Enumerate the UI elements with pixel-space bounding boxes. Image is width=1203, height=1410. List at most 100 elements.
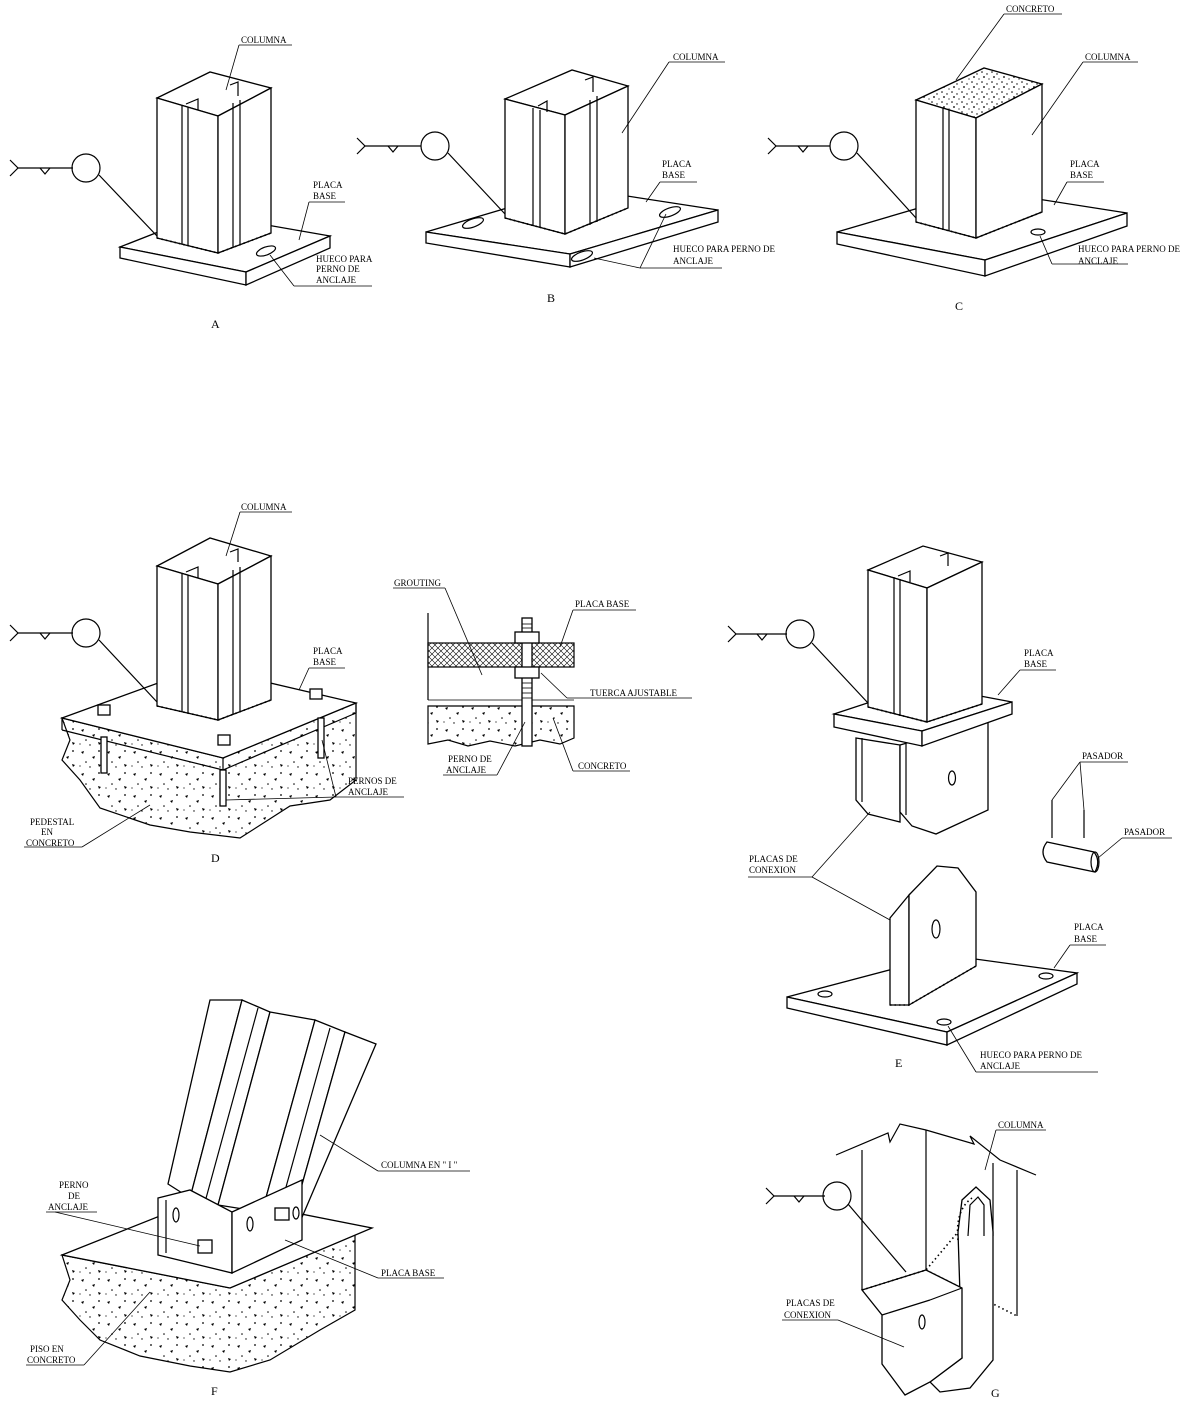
detail-e-weld-symbol [727,619,869,704]
detail-e-placas-label-1: PLACAS DE [749,854,798,864]
detail-g-placas-label-1: PLACAS DE [786,1298,835,1308]
detail-g-connection-plates [860,1186,994,1396]
detail-e-connection-plates-upper [855,719,989,835]
detail-e-lower-assembly [786,865,1080,1047]
detail-e-placa-top-label-1: PLACA [1024,648,1054,658]
detail-f-columna-label: COLUMNA EN " I " [381,1160,458,1170]
detail-e-pasador-label-1: PASADOR [1082,751,1123,761]
detail-f-perno-label-3: ANCLAJE [48,1202,89,1212]
detail-c-caption: C [955,299,963,313]
detail-d-pernos-label-2: ANCLAJE [348,787,389,797]
section-detail: GROUTING PLACA BASE TUERCA AJUSTABLE PER… [393,578,692,776]
detail-d: COLUMNA PLACA BASE PERNOS DE ANCLAJE PED… [9,502,404,865]
detail-e-pin-hole-lower [931,919,941,939]
detail-d-column [155,537,273,721]
detail-b-bolt-hole-1 [461,217,485,229]
section-tuerca-label: TUERCA AJUSTABLE [590,688,678,698]
detail-e-hueco-label-2: ANCLAJE [980,1061,1021,1071]
detail-a-hueco-label-3: ANCLAJE [316,275,357,285]
detail-b-placa-label-1: PLACA [662,159,692,169]
detail-d-anchor-bolt-2 [219,769,227,807]
detail-a-placa-label-1: PLACA [313,180,343,190]
detail-e-bolt-hole-3 [936,1018,952,1026]
detail-a-bolt-hole [255,245,277,257]
detail-e-pasador-label-2: PASADOR [1124,827,1165,837]
detail-g-weld-symbol [765,1181,907,1273]
detail-f-piso-label-2: CONCRETO [27,1355,76,1365]
detail-e-bolt-hole-2 [1038,972,1054,980]
detail-c-hueco-label-2: ANCLAJE [1078,256,1119,266]
section-top-nut [514,631,540,644]
detail-c-placa-label-2: BASE [1070,170,1094,180]
detail-g-placas-label-2: CONEXION [784,1310,831,1320]
detail-g: COLUMNA PLACAS DE CONEXION G [765,1120,1046,1400]
detail-a-placa-label-2: BASE [313,191,337,201]
detail-b-caption: B [547,291,555,305]
detail-e: PASADOR PASADOR PLACAS DE CONEXION PLACA… [727,545,1172,1073]
section-perno-label-1: PERNO DE [448,754,492,764]
detail-d-pedestal-label-2: EN [41,827,53,837]
detail-d-columna-label: COLUMNA [241,502,287,512]
detail-f-perno-label-1: PERNO [59,1180,89,1190]
detail-e-pin [1042,800,1100,873]
detail-a-hueco-label-1: HUECO PARA [316,254,373,264]
detail-e-column [866,545,984,723]
detail-f-placa-label: PLACA BASE [381,1268,436,1278]
detail-b-weld-symbol [356,131,506,215]
detail-c: CONCRETO COLUMNA PLACA BASE HUECO PARA P… [767,4,1180,313]
detail-b-bolt-hole-2 [658,206,682,218]
detail-f-perno-label-2: DE [68,1191,80,1201]
detail-d-pedestal-label-3: CONCRETO [26,838,75,848]
section-placa-label: PLACA BASE [575,599,630,609]
detail-b: COLUMNA PLACA BASE HUECO PARA PERNO DE A… [356,52,775,305]
detail-e-placa-bottom-label-1: PLACA [1074,922,1104,932]
detail-c-bolt-hole [1030,228,1046,236]
detail-d-caption: D [211,851,220,865]
section-anchor-bolt [521,617,533,747]
detail-f: COLUMNA EN " I " PERNO DE ANCLAJE PLACA … [26,999,470,1398]
detail-d-pernos-label-1: PERNOS DE [348,776,397,786]
detail-c-concreto-label: CONCRETO [1006,4,1055,14]
detail-b-hueco-label-1: HUECO PARA PERNO DE [673,244,775,254]
detail-a-hueco-label-2: PERNO DE [316,264,360,274]
detail-c-placa-label-1: PLACA [1070,159,1100,169]
detail-a-caption: A [211,317,220,331]
detail-b-placa-label-2: BASE [662,170,686,180]
detail-c-hueco-label-1: HUECO PARA PERNO DE [1078,244,1180,254]
detail-d-anchor-bolt-3 [317,717,325,759]
detail-d-placa-label-2: BASE [313,657,337,667]
detail-d-anchor-bolt-1 [100,736,108,774]
detail-a-weld-symbol [9,153,158,237]
section-concreto-label: CONCRETO [578,761,627,771]
detail-d-nut-2 [217,734,231,746]
detail-e-placas-label-2: CONEXION [749,865,796,875]
detail-e-hueco-label-1: HUECO PARA PERNO DE [980,1050,1082,1060]
detail-d-pedestal-label-1: PEDESTAL [30,817,74,827]
detail-b-columna-label: COLUMNA [673,52,719,62]
detail-c-weld-symbol [767,131,917,219]
detail-e-placa-top-label-2: BASE [1024,659,1048,669]
detail-c-column [914,67,1044,239]
detail-g-columna-label: COLUMNA [998,1120,1044,1130]
detail-b-hueco-label-2: ANCLAJE [673,256,714,266]
detail-b-bolt-hole-3 [570,250,594,262]
detail-c-columna-label: COLUMNA [1085,52,1131,62]
detail-a-columna-label: COLUMNA [241,35,287,45]
detail-f-bracket [157,1178,303,1275]
detail-e-bolt-hole-1 [817,990,833,998]
detail-a: COLUMNA PLACA BASE HUECO PARA PERNO DE A… [9,35,373,331]
detail-f-piso-label-1: PISO EN [30,1344,64,1354]
section-leveling-nut [514,666,540,679]
detail-g-pin-hole [918,1314,926,1330]
section-perno-label-2: ANCLAJE [446,765,487,775]
detail-g-caption: G [991,1386,1000,1400]
detail-f-nut [274,1207,290,1221]
detail-d-placa-label-1: PLACA [313,646,343,656]
detail-e-placa-bottom-label-2: BASE [1074,934,1098,944]
detail-e-caption: E [895,1056,902,1070]
detail-d-nut-1 [97,704,111,716]
detail-f-anchor-bolt [197,1239,213,1254]
detail-f-i-column [167,999,377,1223]
detail-f-caption: F [211,1384,218,1398]
